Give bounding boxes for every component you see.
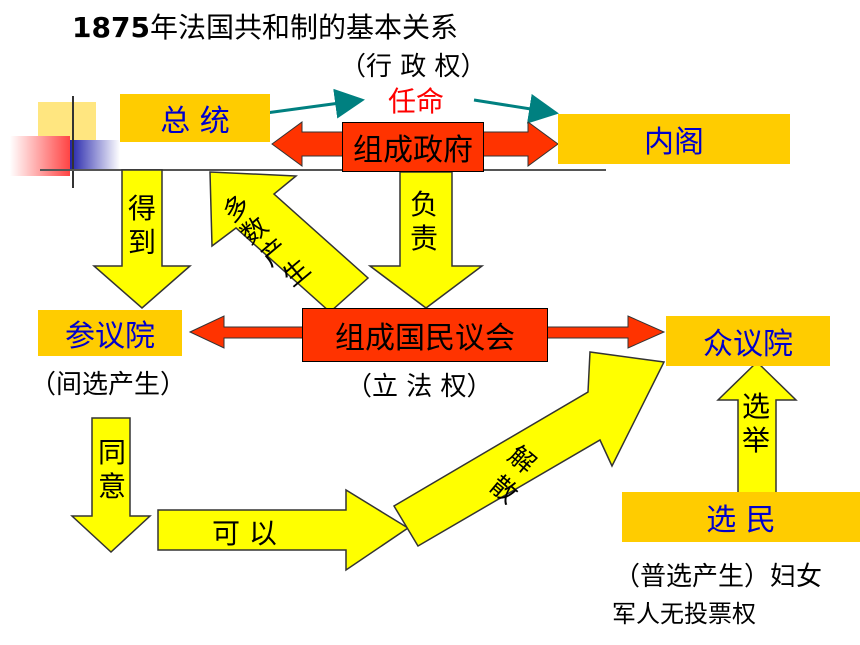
form-government-box: 组成政府 <box>342 122 484 172</box>
voters-note-2: 军人无投票权 <box>612 600 756 628</box>
legislative-label: （立 法 权） <box>346 372 493 402</box>
president-box: 总 统 <box>120 94 270 142</box>
senate-note: （间选产生） <box>30 370 187 400</box>
agree-arrow <box>70 417 152 554</box>
voters-box: 选 民 <box>622 492 860 542</box>
decor-vertical-line <box>72 96 74 188</box>
cabinet-box: 内阁 <box>558 114 790 164</box>
voters-note-1: （普选产生）妇女 <box>614 562 823 592</box>
chamber-of-deputies-box: 众议院 <box>666 316 830 366</box>
appoint-arrow-left <box>265 88 365 119</box>
obtain-arrow <box>92 169 192 309</box>
decor-blue-block <box>70 140 120 170</box>
agree-text: 同意 <box>98 436 127 503</box>
executive-label: （行 政 权） <box>340 52 487 82</box>
obtain-text: 得到 <box>128 192 157 259</box>
appoint-label: 任命 <box>388 85 445 118</box>
senate-box: 参议院 <box>38 310 182 356</box>
responsible-arrow <box>367 171 485 309</box>
appoint-arrow-right <box>473 93 559 124</box>
elect-arrow <box>716 360 798 501</box>
dissolve-arrow <box>392 351 666 548</box>
majority-arrow <box>209 171 370 314</box>
decor-horizontal-line <box>40 169 606 171</box>
national-assembly-box: 组成国民议会 <box>302 308 548 362</box>
page-title: 1875年法国共和制的基本关系 <box>72 11 458 44</box>
elect-text: 选举 <box>742 390 771 457</box>
responsible-text: 负责 <box>410 188 439 255</box>
can-arrow <box>157 488 410 572</box>
can-text: 可 以 <box>212 517 277 550</box>
